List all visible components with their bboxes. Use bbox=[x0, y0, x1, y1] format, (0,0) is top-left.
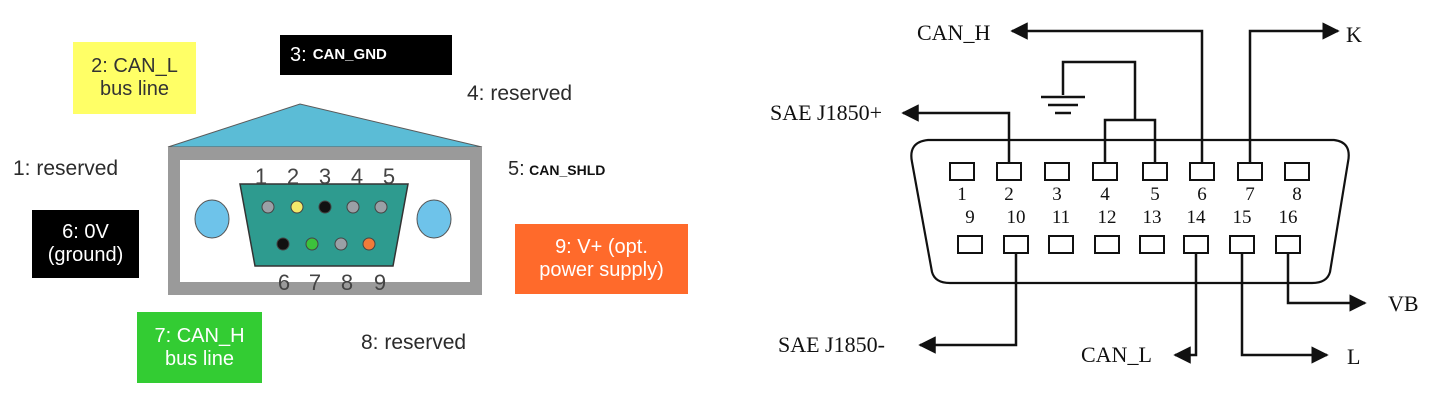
pin5-label-name: CAN_SHLD bbox=[529, 162, 606, 178]
signal-can-l: CAN_L bbox=[1081, 342, 1152, 367]
obd-pin-9 bbox=[957, 235, 983, 254]
db9-number-7: 7 bbox=[309, 270, 321, 295]
obd-pin-6 bbox=[1189, 162, 1215, 181]
obd-bottom-pin-row bbox=[957, 235, 1301, 254]
obd-top-pin-row bbox=[949, 162, 1310, 181]
signal-can-h: CAN_H bbox=[917, 20, 990, 45]
obd-pin-11 bbox=[1048, 235, 1074, 254]
wire-sae-plus bbox=[901, 104, 1011, 163]
wire-sae-minus bbox=[918, 253, 1018, 354]
pin2-label-box: 2: CAN_L bus line bbox=[73, 42, 196, 114]
db9-number-3: 3 bbox=[319, 164, 331, 189]
obd-pin-7 bbox=[1237, 162, 1263, 181]
obd-number-2: 2 bbox=[1004, 184, 1014, 205]
db9-pin-6 bbox=[276, 237, 290, 251]
db9-pin-5 bbox=[374, 200, 388, 214]
pin4-label: 4: reserved bbox=[467, 82, 573, 105]
signal-k: K bbox=[1346, 22, 1362, 47]
obd-number-10: 10 bbox=[1007, 207, 1026, 228]
obd-connector-outline bbox=[910, 138, 1350, 285]
wire-can-h bbox=[1010, 22, 1204, 163]
db9-pin-4 bbox=[346, 200, 360, 214]
db9-pin-3 bbox=[318, 200, 332, 214]
pin3-label-box: 3: CAN_GND bbox=[280, 35, 452, 75]
signal-vb: VB bbox=[1388, 291, 1419, 316]
pin2-label-line2: bus line bbox=[100, 78, 169, 100]
ground-icon bbox=[1041, 95, 1085, 115]
pin5-label-number: 5: bbox=[508, 158, 525, 180]
signal-l: L bbox=[1347, 344, 1360, 369]
db9-number-6: 6 bbox=[278, 270, 290, 295]
wire-vb bbox=[1286, 253, 1367, 312]
db9-number-4: 4 bbox=[351, 164, 363, 189]
obd-number-9: 9 bbox=[965, 207, 975, 228]
pin3-label-number: 3: bbox=[290, 43, 307, 66]
db9-screw-left bbox=[194, 199, 230, 239]
db9-pin-8 bbox=[334, 237, 348, 251]
wire-l bbox=[1240, 253, 1329, 364]
wire-can-l bbox=[1173, 253, 1198, 364]
obd-number-6: 6 bbox=[1197, 184, 1207, 205]
pin9-label-line1: 9: V+ (opt. bbox=[555, 236, 648, 258]
obd-pin-3 bbox=[1044, 162, 1070, 181]
obd-pin-2 bbox=[996, 162, 1022, 181]
pin3-label-name: CAN_GND bbox=[312, 46, 387, 64]
db9-number-8: 8 bbox=[341, 270, 353, 295]
pin5-label: 5: CAN_SHLD bbox=[508, 158, 605, 181]
db9-number-1: 1 bbox=[255, 164, 267, 189]
pin6-label-line2: (ground) bbox=[47, 244, 124, 266]
pin8-label: 8: reserved bbox=[361, 331, 467, 354]
pin7-label-box: 7: CAN_H bus line bbox=[137, 312, 262, 383]
pin7-label-line1: 7: CAN_H bbox=[154, 324, 245, 347]
obd-number-8: 8 bbox=[1292, 184, 1302, 205]
obd-number-3: 3 bbox=[1052, 184, 1062, 205]
obd-pin-10 bbox=[1003, 235, 1029, 254]
pin6-label-line1: 6: 0V bbox=[62, 221, 109, 243]
db9-screw-right bbox=[416, 199, 452, 239]
obd-number-12: 12 bbox=[1098, 207, 1117, 228]
obd-number-1: 1 bbox=[957, 184, 967, 205]
db9-number-9: 9 bbox=[374, 270, 386, 295]
obd-number-15: 15 bbox=[1233, 207, 1252, 228]
db9-pin-1 bbox=[261, 200, 275, 214]
obd-number-5: 5 bbox=[1150, 184, 1160, 205]
pin9-label-line2: power supply) bbox=[539, 259, 664, 281]
obd-number-16: 16 bbox=[1279, 207, 1298, 228]
db9-pin-9 bbox=[362, 237, 376, 251]
pin9-label-box: 9: V+ (opt. power supply) bbox=[515, 224, 688, 294]
db9-pin-7 bbox=[305, 237, 319, 251]
obd-number-7: 7 bbox=[1245, 184, 1255, 205]
signal-sae-j1850-plus: SAE J1850+ bbox=[770, 100, 882, 125]
pin1-label: 1: reserved bbox=[13, 157, 119, 180]
pin6-label-box: 6: 0V (ground) bbox=[32, 210, 139, 278]
wire-k bbox=[1248, 22, 1340, 163]
wire-ground bbox=[1061, 60, 1137, 120]
obd-pin-1 bbox=[949, 162, 975, 181]
db9-pin-2 bbox=[290, 200, 304, 214]
signal-sae-j1850-minus: SAE J1850- bbox=[778, 332, 885, 357]
obd-pin-15 bbox=[1229, 235, 1255, 254]
obd-pin-8 bbox=[1284, 162, 1310, 181]
pin2-label-line1: 2: CAN_L bbox=[91, 55, 178, 77]
obd-pin-4 bbox=[1092, 162, 1118, 181]
db9-connector-diagram: 1 2 3 4 5 6 7 8 9 bbox=[167, 103, 483, 295]
obd-wires bbox=[901, 22, 1367, 364]
obd-number-14: 14 bbox=[1187, 207, 1207, 228]
obd-pin-numbers-top: 1 2 3 4 5 6 7 8 bbox=[957, 184, 1302, 205]
wire-ground-bridge bbox=[1103, 118, 1157, 163]
obd-pin-5 bbox=[1142, 162, 1168, 181]
db9-number-2: 2 bbox=[287, 164, 299, 189]
obd-pin-12 bbox=[1094, 235, 1120, 254]
obd-pin-13 bbox=[1139, 235, 1165, 254]
obd-pin-numbers-bottom: 9 10 11 12 13 14 15 16 bbox=[965, 207, 1297, 228]
obd-number-13: 13 bbox=[1143, 207, 1162, 228]
obd-number-4: 4 bbox=[1100, 184, 1110, 205]
obd-number-11: 11 bbox=[1052, 207, 1070, 228]
obd-pin-14 bbox=[1183, 235, 1209, 254]
pin7-label-line2: bus line bbox=[165, 347, 234, 370]
obd-pin-16 bbox=[1275, 235, 1301, 254]
db9-number-5: 5 bbox=[383, 164, 395, 189]
